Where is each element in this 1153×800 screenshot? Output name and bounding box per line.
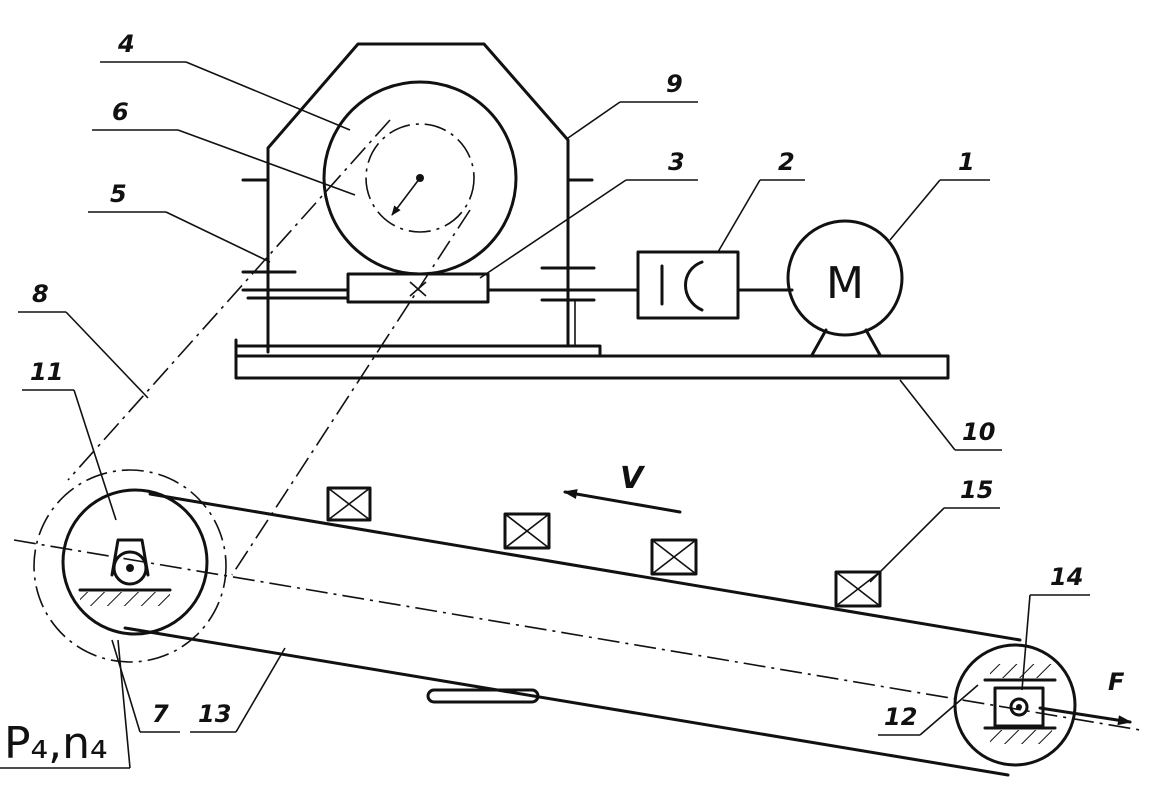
label-force: F: [1108, 668, 1125, 696]
label-velocity: V: [620, 461, 646, 496]
base-frame: [234, 338, 950, 380]
label-15: 15: [960, 476, 993, 504]
label-14: 14: [1050, 563, 1083, 591]
leader-lines: [0, 61, 1090, 769]
coupling: [636, 250, 794, 320]
worm-shaft: [241, 272, 640, 345]
conveyor-belt: [13, 488, 1141, 777]
label-13: 13: [198, 700, 231, 728]
label-6: 6: [112, 98, 129, 126]
label-4: 4: [117, 30, 135, 58]
cargo-box: [326, 486, 372, 522]
electric-motor: M: [786, 219, 904, 357]
label-1: 1: [958, 148, 975, 176]
cargo-box: [503, 512, 551, 550]
label-7: 7: [152, 700, 169, 728]
label-11: 11: [30, 358, 63, 386]
label-12: 12: [884, 703, 917, 731]
cargo-box: [650, 538, 698, 576]
cargo-box: [834, 570, 882, 608]
label-power-speed: P₄,n₄: [4, 718, 108, 769]
label-3: 3: [668, 148, 685, 176]
label-2: 2: [778, 148, 795, 176]
label-9: 9: [666, 70, 683, 98]
label-8: 8: [32, 280, 49, 308]
worm-wheel: [322, 80, 518, 276]
label-5: 5: [110, 180, 127, 208]
motor-symbol: M: [826, 258, 864, 309]
gearbox-housing: [241, 42, 596, 354]
label-10: 10: [962, 418, 995, 446]
cargo-boxes: [326, 486, 882, 608]
